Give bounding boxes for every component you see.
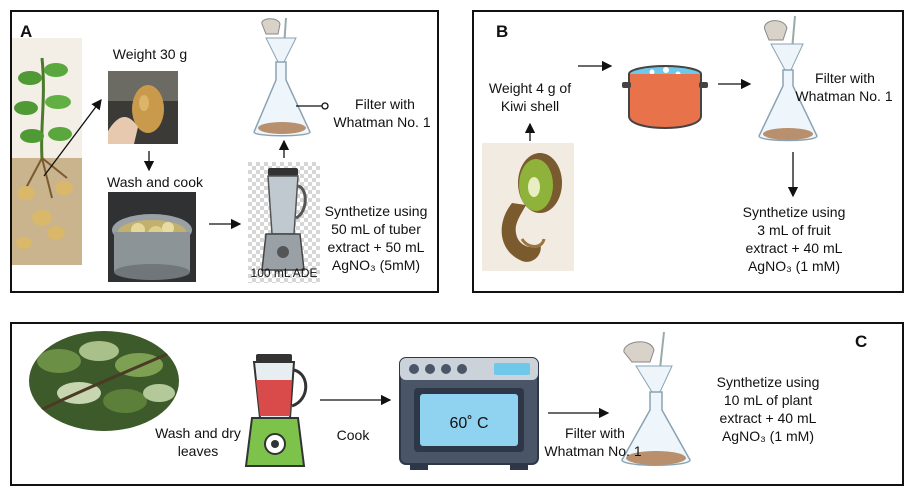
potato-in-hand-image: [108, 71, 178, 144]
a-synth-line1: Synthetize using: [324, 203, 428, 219]
c-synth-line3: extract + 40 mL: [719, 410, 817, 426]
panel-a-letter: A: [20, 22, 33, 41]
plant-leaves-image: [29, 331, 179, 431]
c-filter-line1: Filter with: [565, 425, 625, 441]
potato-plant-image: [12, 38, 82, 265]
c-wash-line2: leaves: [177, 443, 219, 459]
c-synth-line4: AgNO₃ (1 mM): [721, 428, 815, 444]
boiling-pot-image: [108, 192, 196, 282]
c-synth-line2: 10 mL of plant: [723, 392, 813, 408]
arrow-plant-to-weight: [43, 98, 102, 177]
b-synth-line4: AgNO₃ (1 mM): [747, 258, 841, 274]
c-filter-line2: Whatman No. 1: [544, 443, 642, 459]
blender-image: [248, 162, 320, 283]
pointer-dot-a: [321, 102, 329, 110]
a-filter-line2: Whatman No. 1: [333, 114, 431, 130]
b-filter-line2: Whatman No. 1: [795, 88, 893, 104]
oven-display-text: 60˚ C: [449, 415, 489, 432]
b-weight-line1: Weight 4 g of: [488, 80, 572, 96]
cooking-pot-image: [622, 60, 708, 134]
filter-flask-b-image: [755, 14, 821, 146]
b-filter-line1: Filter with: [815, 70, 875, 86]
c-synth-line1: Synthetize using: [716, 374, 820, 390]
a-filter-line1: Filter with: [355, 96, 415, 112]
b-synth-line1: Synthetize using: [742, 204, 846, 220]
blender-c-image: [238, 352, 314, 468]
a-blender-label: 100 mL ADE: [250, 266, 318, 280]
a-wash-label: Wash and cook: [107, 174, 203, 190]
a-synth-line3: extract + 50 mL: [327, 239, 425, 255]
a-synth-line2: 50 mL of tuber: [331, 221, 421, 237]
c-cook-label: Cook: [336, 427, 370, 443]
b-weight-line2: Kiwi shell: [500, 98, 560, 114]
c-wash-line1: Wash and dry: [155, 425, 241, 441]
filter-flask-c-image: [616, 330, 694, 470]
filter-flask-a-image: [248, 16, 316, 140]
oven-image: [398, 356, 540, 472]
a-synth-line4: AgNO₃ (5mM): [331, 257, 421, 273]
panel-c-letter: C: [855, 332, 868, 351]
kiwi-image: [482, 143, 574, 271]
a-weight-label: Weight 30 g: [112, 46, 188, 62]
panel-b-letter: B: [496, 22, 509, 41]
b-synth-line3: extract + 40 mL: [745, 240, 843, 256]
b-synth-line2: 3 mL of fruit: [757, 222, 831, 238]
